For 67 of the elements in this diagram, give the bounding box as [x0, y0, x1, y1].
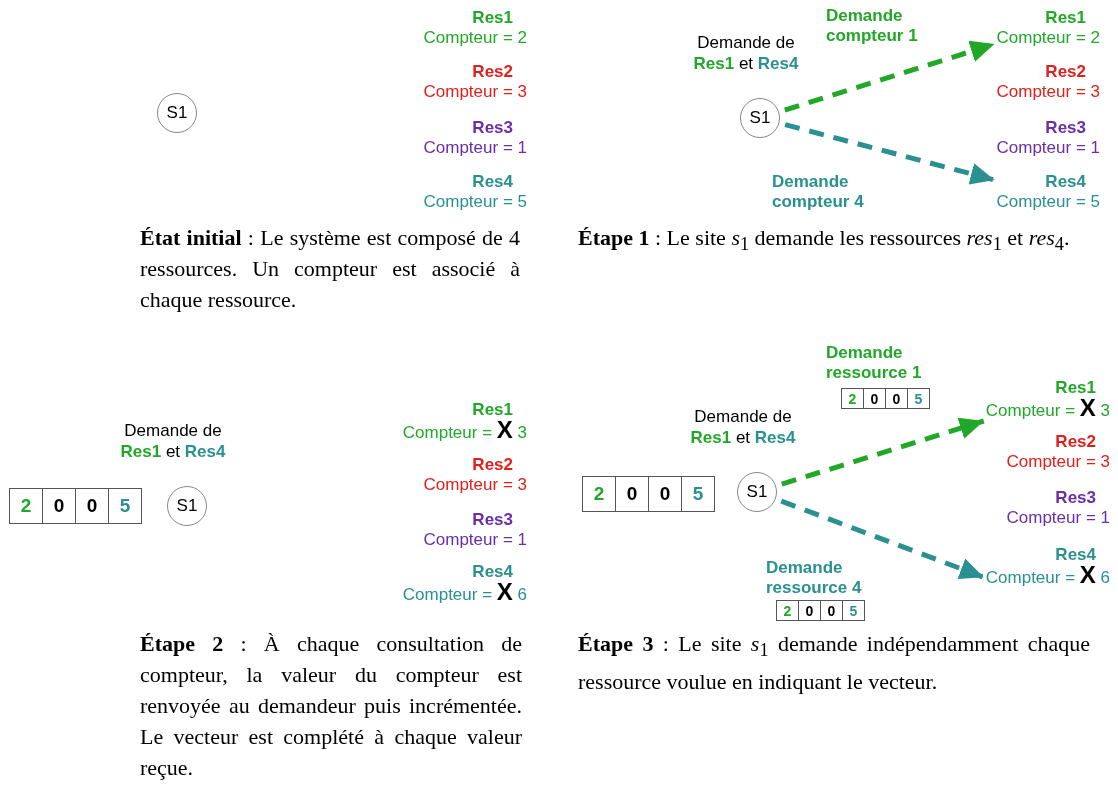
vector-cell: 5 [108, 488, 142, 524]
caption-text: État initial : Le système est composé de 4 ressources. Un compteur est associé à chaque ressource. [140, 224, 520, 314]
vector-cell: 0 [798, 600, 821, 621]
vector-cell: 2 [9, 488, 43, 524]
counter-text: Compteur = 3 [996, 82, 1100, 102]
counter-text: Compteur = 2 [423, 28, 527, 48]
caption-text: Étape 1 : Le site s$_{1}$ demande les ressources res$_{1}$ et res$_{4}$. [578, 224, 1071, 257]
resource-name: Res4 [471, 562, 514, 582]
vector-cell: 5 [842, 600, 865, 621]
counter-text: Compteur = X 6 [985, 565, 1110, 588]
resource-name: Res3 [1044, 118, 1087, 138]
resource-name: Res4 [1054, 545, 1097, 565]
resource-name: Res1 [1054, 378, 1097, 398]
vector-cell: 2 [841, 388, 864, 409]
resource-name: Res4 [471, 172, 514, 192]
counter-text: Compteur = 2 [996, 28, 1100, 48]
vector-cell: 0 [42, 488, 76, 524]
edge-label: Demande compteur 4 [772, 172, 865, 212]
counter-text: Compteur = 5 [996, 192, 1100, 212]
counter-text: Compteur = 1 [1006, 508, 1110, 528]
dashed-arrow [781, 417, 985, 487]
edge-label: Demande ressource 4 [766, 558, 863, 598]
counter-text: Compteur = X 3 [985, 398, 1110, 421]
resource-name: Res3 [471, 118, 514, 138]
dashed-arrow [780, 498, 985, 580]
request-note: Demande de Res1 et Res4 [692, 32, 800, 74]
edge-label: Demande compteur 1 [826, 6, 919, 46]
counter-text: Compteur = 3 [423, 475, 527, 495]
resource-name: Res2 [1044, 62, 1087, 82]
vector-cell: 0 [615, 476, 649, 512]
dashed-arrow [784, 40, 996, 113]
resource-name: Res1 [1044, 8, 1087, 28]
vector-cell: 0 [820, 600, 843, 621]
resource-name: Res2 [1054, 432, 1097, 452]
resource-name: Res4 [1044, 172, 1087, 192]
counter-text: Compteur = 1 [996, 138, 1100, 158]
vector-cell: 0 [863, 388, 886, 409]
site-circle: S1 [737, 472, 777, 512]
resource-name: Res2 [471, 455, 514, 475]
caption-text: Étape 3 : Le site s$_{1}$ demande indépendamment chaque ressource voulue en indiquant le vecteur. [578, 630, 1090, 697]
counter-text: Compteur = X 3 [402, 420, 527, 443]
counter-text: Compteur = 1 [423, 138, 527, 158]
resource-name: Res2 [471, 62, 514, 82]
vector-cell: 2 [776, 600, 799, 621]
request-note: Demande de Res1 et Res4 [119, 420, 227, 462]
site-circle: S1 [157, 93, 197, 133]
counter-text: Compteur = 1 [423, 530, 527, 550]
vector-cell: 0 [75, 488, 109, 524]
resource-name: Res1 [471, 400, 514, 420]
vector-cell: 0 [648, 476, 682, 512]
dashed-arrow [784, 122, 996, 185]
vector-cell: 5 [907, 388, 930, 409]
caption-text: Étape 2 : À chaque consultation de compteur, la valeur du compteur est renvoyée au demandeur puis incrémentée. Le vecteur est complété à chaque valeur reçue. [140, 630, 522, 782]
vector-cell: 0 [885, 388, 908, 409]
site-circle: S1 [167, 486, 207, 526]
resource-name: Res3 [1054, 488, 1097, 508]
counter-text: Compteur = 3 [423, 82, 527, 102]
counter-text: Compteur = 3 [1006, 452, 1110, 472]
counter-text: Compteur = 5 [423, 192, 527, 212]
vector-cell: 5 [681, 476, 715, 512]
vector-cell: 2 [582, 476, 616, 512]
request-note: Demande de Res1 et Res4 [689, 406, 797, 448]
site-circle: S1 [740, 98, 780, 138]
counter-text: Compteur = X 6 [402, 582, 527, 605]
resource-name: Res1 [471, 8, 514, 28]
edge-label: Demande ressource 1 [826, 343, 923, 383]
resource-name: Res3 [471, 510, 514, 530]
